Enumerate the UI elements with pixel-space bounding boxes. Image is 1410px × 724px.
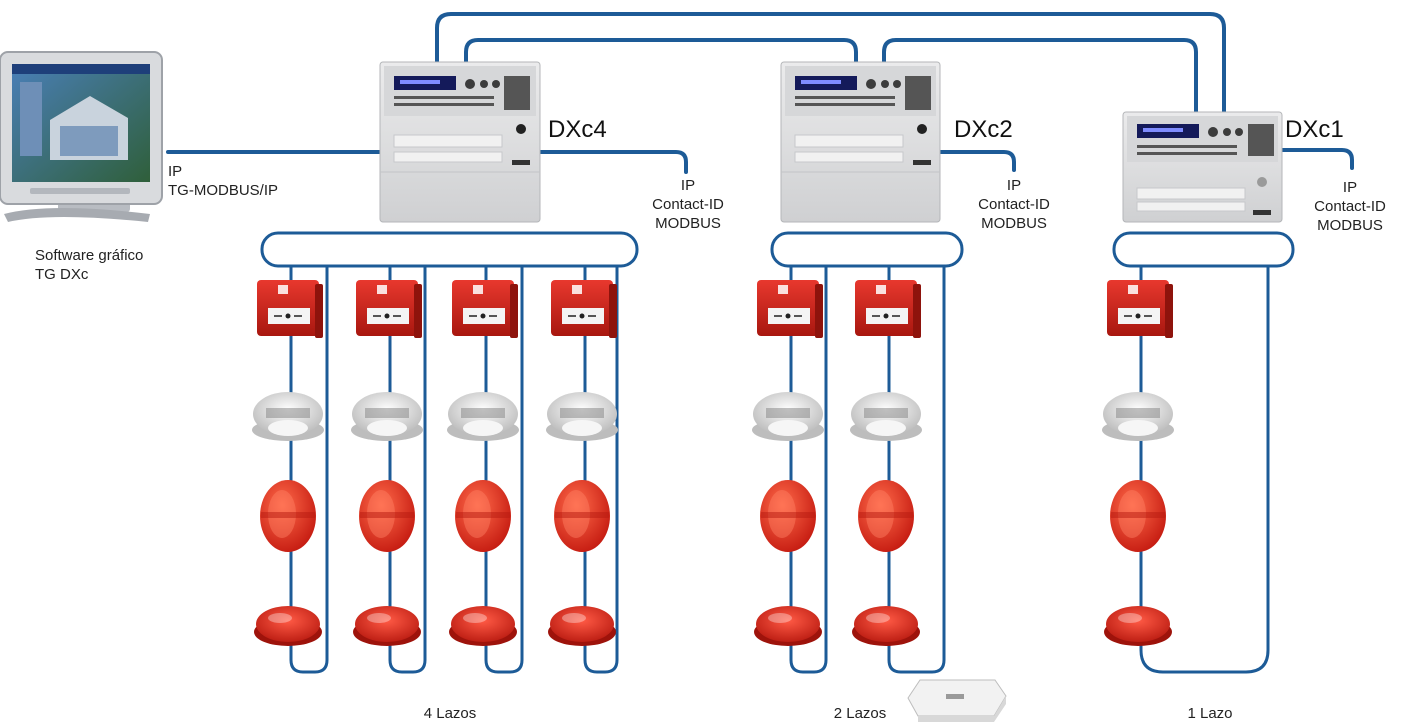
manual-call-point-icon (1107, 280, 1173, 338)
smoke-detector-icon (1102, 392, 1174, 441)
network-wire-outer (435, 12, 1226, 114)
sounder-icon (359, 480, 415, 552)
dxc1-comm-wire (1280, 148, 1354, 170)
beacon-icon (353, 606, 421, 646)
smoke-detector-icon (447, 392, 519, 441)
dxc2-comm-protocols: IP Contact-ID MODBUS (962, 176, 1066, 233)
dxc1-loop-1 (1139, 266, 1270, 674)
dxc4-comm-protocols: IP Contact-ID MODBUS (636, 176, 740, 233)
dxc4-comm-line1: IP (680, 177, 696, 194)
dxc4-loop-1 (289, 266, 329, 674)
manual-call-point-icon (855, 280, 921, 338)
panel-name-dxc2: DXc2 (954, 116, 1013, 143)
smoke-detector-icon (850, 392, 922, 441)
network-wire-dxc2-dxc1 (882, 38, 1198, 114)
dxc4-comm-line3: MODBUS (655, 215, 721, 232)
sounder-icon (1110, 480, 1166, 552)
software-title-line1: Software gráfico (35, 247, 144, 264)
manual-call-point-icon (452, 280, 518, 338)
interface-module-icon (907, 679, 1007, 722)
control-panel-dxc4-icon (379, 61, 541, 223)
beacon-icon (449, 606, 517, 646)
panel-name-dxc1: DXc1 (1285, 116, 1344, 143)
panel-name-dxc4: DXc4 (548, 116, 607, 143)
dxc2-loops-label: 2 Lazos (833, 705, 887, 722)
smoke-detector-icon (252, 392, 324, 441)
software-title-line2: TG DXc (35, 266, 89, 283)
manual-call-point-icon (757, 280, 823, 338)
dxc1-comm-protocols: IP Contact-ID MODBUS (1298, 178, 1402, 235)
dxc4-comm-wire (538, 150, 688, 174)
dxc1-loop-bus (1112, 231, 1295, 268)
dxc4-loop-bus (260, 231, 639, 268)
pc-link-protocol-line1: IP (168, 163, 183, 180)
computer-monitor-icon (0, 51, 163, 222)
manual-call-point-icon (257, 280, 323, 338)
dxc1-comm-line2: Contact-ID (1314, 198, 1386, 215)
pc-link-protocol-line2: TG-MODBUS/IP (168, 182, 279, 199)
dxc4-comm-line2: Contact-ID (652, 196, 724, 213)
dxc2-comm-line1: IP (1006, 177, 1022, 194)
sounder-icon (455, 480, 511, 552)
dxc1-comm-line1: IP (1342, 179, 1358, 196)
control-panel-dxc2-icon (780, 61, 941, 223)
beacon-icon (548, 606, 616, 646)
dxc1-loops-label: 1 Lazo (1187, 705, 1233, 722)
manual-call-point-icon (356, 280, 422, 338)
sounder-icon (760, 480, 816, 552)
dxc2-loop-1 (789, 266, 828, 674)
dxc4-loop-3 (484, 266, 524, 674)
smoke-detector-icon (351, 392, 423, 441)
dxc2-comm-wire (938, 150, 1016, 172)
dxc1-comm-line3: MODBUS (1317, 217, 1383, 234)
smoke-detector-icon (546, 392, 618, 441)
sounder-icon (260, 480, 316, 552)
network-wire-dxc4-dxc2 (464, 38, 858, 64)
sounder-icon (554, 480, 610, 552)
dxc2-comm-line3: MODBUS (981, 215, 1047, 232)
beacon-icon (1104, 606, 1172, 646)
beacon-icon (852, 606, 920, 646)
dxc2-comm-line2: Contact-ID (978, 196, 1050, 213)
beacon-icon (254, 606, 322, 646)
beacon-icon (754, 606, 822, 646)
dxc4-loop-4 (583, 266, 619, 674)
manual-call-point-icon (551, 280, 617, 338)
pc-link-protocol: IP TG-MODBUS/IP (168, 162, 278, 200)
dxc2-loop-2 (887, 266, 946, 674)
control-panel-dxc1-icon (1122, 111, 1283, 223)
sounder-icon (858, 480, 914, 552)
smoke-detector-icon (752, 392, 824, 441)
software-title: Software gráfico TG DXc (35, 246, 143, 284)
dxc4-loop-2 (388, 266, 427, 674)
dxc4-loops-label: 4 Lazos (423, 705, 477, 722)
dxc2-loop-bus (770, 231, 964, 268)
